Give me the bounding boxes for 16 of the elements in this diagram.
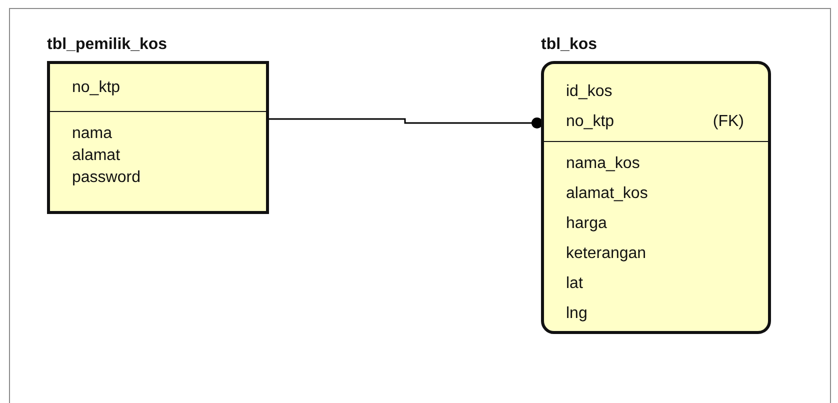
attribute: harga: [566, 214, 607, 234]
attribute: nama_kos: [566, 154, 640, 174]
attribute: lng: [566, 304, 588, 324]
attribute: nama: [72, 124, 112, 144]
attribute: password: [72, 168, 140, 188]
entity-name: tbl_pemilik_kos: [47, 35, 168, 55]
attribute: lat: [566, 274, 583, 294]
key-attribute: id_kos: [566, 82, 612, 102]
key-attribute: no_ktp: [72, 78, 120, 98]
key-attribute: (FK): [712, 112, 744, 132]
key-attribute: no_ktp: [566, 112, 614, 132]
attribute: keterangan: [566, 244, 646, 264]
entity-name: tbl_kos: [541, 35, 598, 55]
attribute: alamat: [72, 146, 120, 166]
relationship-line: [269, 118, 542, 128]
attribute: alamat_kos: [566, 184, 648, 204]
